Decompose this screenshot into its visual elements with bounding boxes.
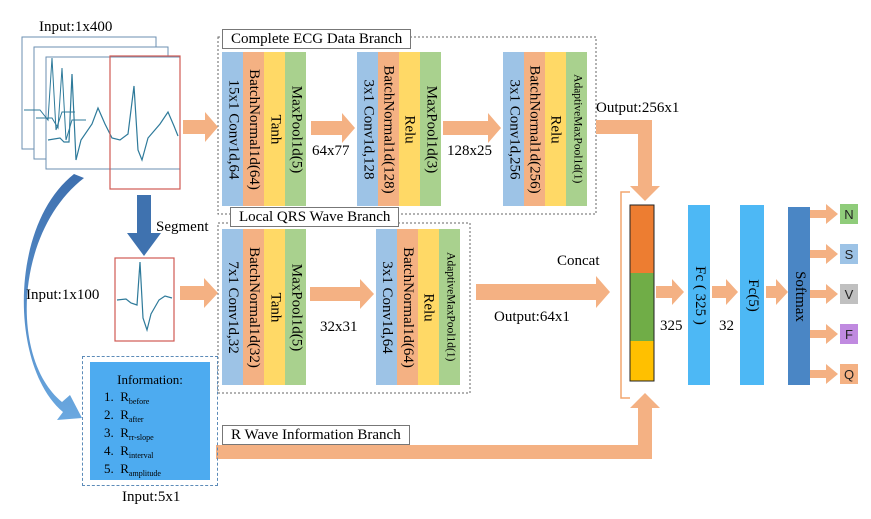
- complete-b1-pool: MaxPool1d(5): [285, 52, 306, 206]
- information-title: Information:: [117, 372, 183, 387]
- complete-dim-1: 64x77: [312, 143, 350, 159]
- qrs-b1-conv: 7x1 Conv1d,32: [222, 229, 243, 385]
- fc-dim-label: 32: [719, 318, 734, 334]
- ecg-input-stack: [21, 36, 181, 170]
- arrow-complete-2: [443, 113, 501, 143]
- information-box: Information: 1. Rbefore 2. Rafter 3. Rrr…: [82, 356, 218, 486]
- complete-b2-pool: MaxPool1d(3): [420, 52, 441, 206]
- softmax-layer: Softmax: [788, 207, 810, 385]
- arrow-concat-fc1: [656, 279, 684, 305]
- complete-b2-activation: Relu: [399, 52, 420, 206]
- complete-b3-activation: Relu: [545, 52, 566, 206]
- complete-output-label: Output:256x1: [596, 100, 680, 116]
- concat-bot: [630, 341, 654, 381]
- segment-arrow: [127, 195, 161, 256]
- info-item: 5. Ramplitude: [104, 461, 161, 478]
- concat-top: [630, 205, 654, 273]
- complete-b1-conv: 15x1 Conv1d,64: [222, 52, 243, 206]
- concat-outline: [629, 204, 655, 382]
- information-curve-arrow: [23, 174, 84, 420]
- arrow-fc1-fc2: [712, 279, 738, 305]
- qrs-b2-batchnorm: BatchNormal1d(64): [397, 229, 418, 385]
- complete-branch-title: Complete ECG Data Branch: [222, 29, 412, 49]
- info-item: 3. Rrr-slope: [104, 425, 154, 442]
- fc1-layer: Fc ( 325 ): [688, 205, 710, 385]
- qrs-segment-image: [114, 257, 175, 342]
- output-class-s: S: [840, 244, 858, 264]
- info-item: 1. Rbefore: [104, 389, 150, 406]
- qrs-dim-1: 32x31: [320, 319, 358, 335]
- concat-dim-label: 325: [660, 318, 683, 334]
- arrow-complete-output: [596, 120, 660, 201]
- arrow-input-qrs: [180, 278, 218, 308]
- complete-b1-activation: Tanh: [264, 52, 285, 206]
- complete-b1-batchnorm: BatchNormal1d(64): [243, 52, 264, 206]
- qrs-b1-batchnorm: BatchNormal1d(32): [243, 229, 264, 385]
- input-info-label: Input:5x1: [122, 489, 181, 505]
- arrow-qrs-1: [310, 279, 374, 309]
- qrs-output-label: Output:64x1: [494, 309, 570, 325]
- output-class-q: Q: [840, 364, 858, 384]
- arrow-fc2-softmax: [766, 279, 788, 305]
- info-item: 2. Rafter: [104, 407, 144, 424]
- info-item: 4. Rinterval: [104, 443, 154, 460]
- complete-dim-2: 128x25: [447, 143, 492, 159]
- input-qrs-label: Input:1x100: [26, 287, 100, 303]
- complete-b3-batchnorm: BatchNormal1d(256): [524, 52, 545, 206]
- segment-highlight: [109, 55, 181, 190]
- arrow-input-complete: [183, 112, 218, 142]
- arrow-qrs-output: [476, 276, 610, 308]
- output-class-n: N: [840, 204, 858, 224]
- qrs-branch-title: Local QRS Wave Branch: [230, 207, 400, 227]
- concat-bracket: [620, 191, 630, 399]
- complete-b3-conv: 3x1 Conv1d,256: [503, 52, 524, 206]
- input-full-label: Input:1x400: [39, 19, 113, 35]
- output-class-f: F: [840, 324, 858, 344]
- output-class-v: V: [840, 284, 858, 304]
- qrs-b2-conv: 3x1 Conv1d,64: [376, 229, 397, 385]
- complete-b2-batchnorm: BatchNormal1d(128): [378, 52, 399, 206]
- qrs-b2-activation: Relu: [418, 229, 439, 385]
- rwave-branch-title: R Wave Information Branch: [222, 425, 410, 445]
- qrs-b1-activation: Tanh: [264, 229, 285, 385]
- segment-label: Segment: [156, 219, 209, 235]
- complete-b3-pool: AdaptiveMaxPool1d(1): [566, 52, 587, 206]
- qrs-b2-pool: AdaptiveMaxPool1d(1): [439, 229, 460, 385]
- complete-b2-conv: 3x1 Conv1d,128: [357, 52, 378, 206]
- arrow-rwave-output: [216, 393, 660, 459]
- fc2-layer: Fc(5): [740, 205, 764, 385]
- class-output-arrows: [810, 204, 838, 384]
- arrow-complete-1: [311, 113, 355, 143]
- concat-mid: [630, 273, 654, 341]
- qrs-b1-pool: MaxPool1d(5): [285, 229, 306, 385]
- information-panel: Information: 1. Rbefore 2. Rafter 3. Rrr…: [90, 362, 210, 480]
- concat-label: Concat: [557, 253, 600, 269]
